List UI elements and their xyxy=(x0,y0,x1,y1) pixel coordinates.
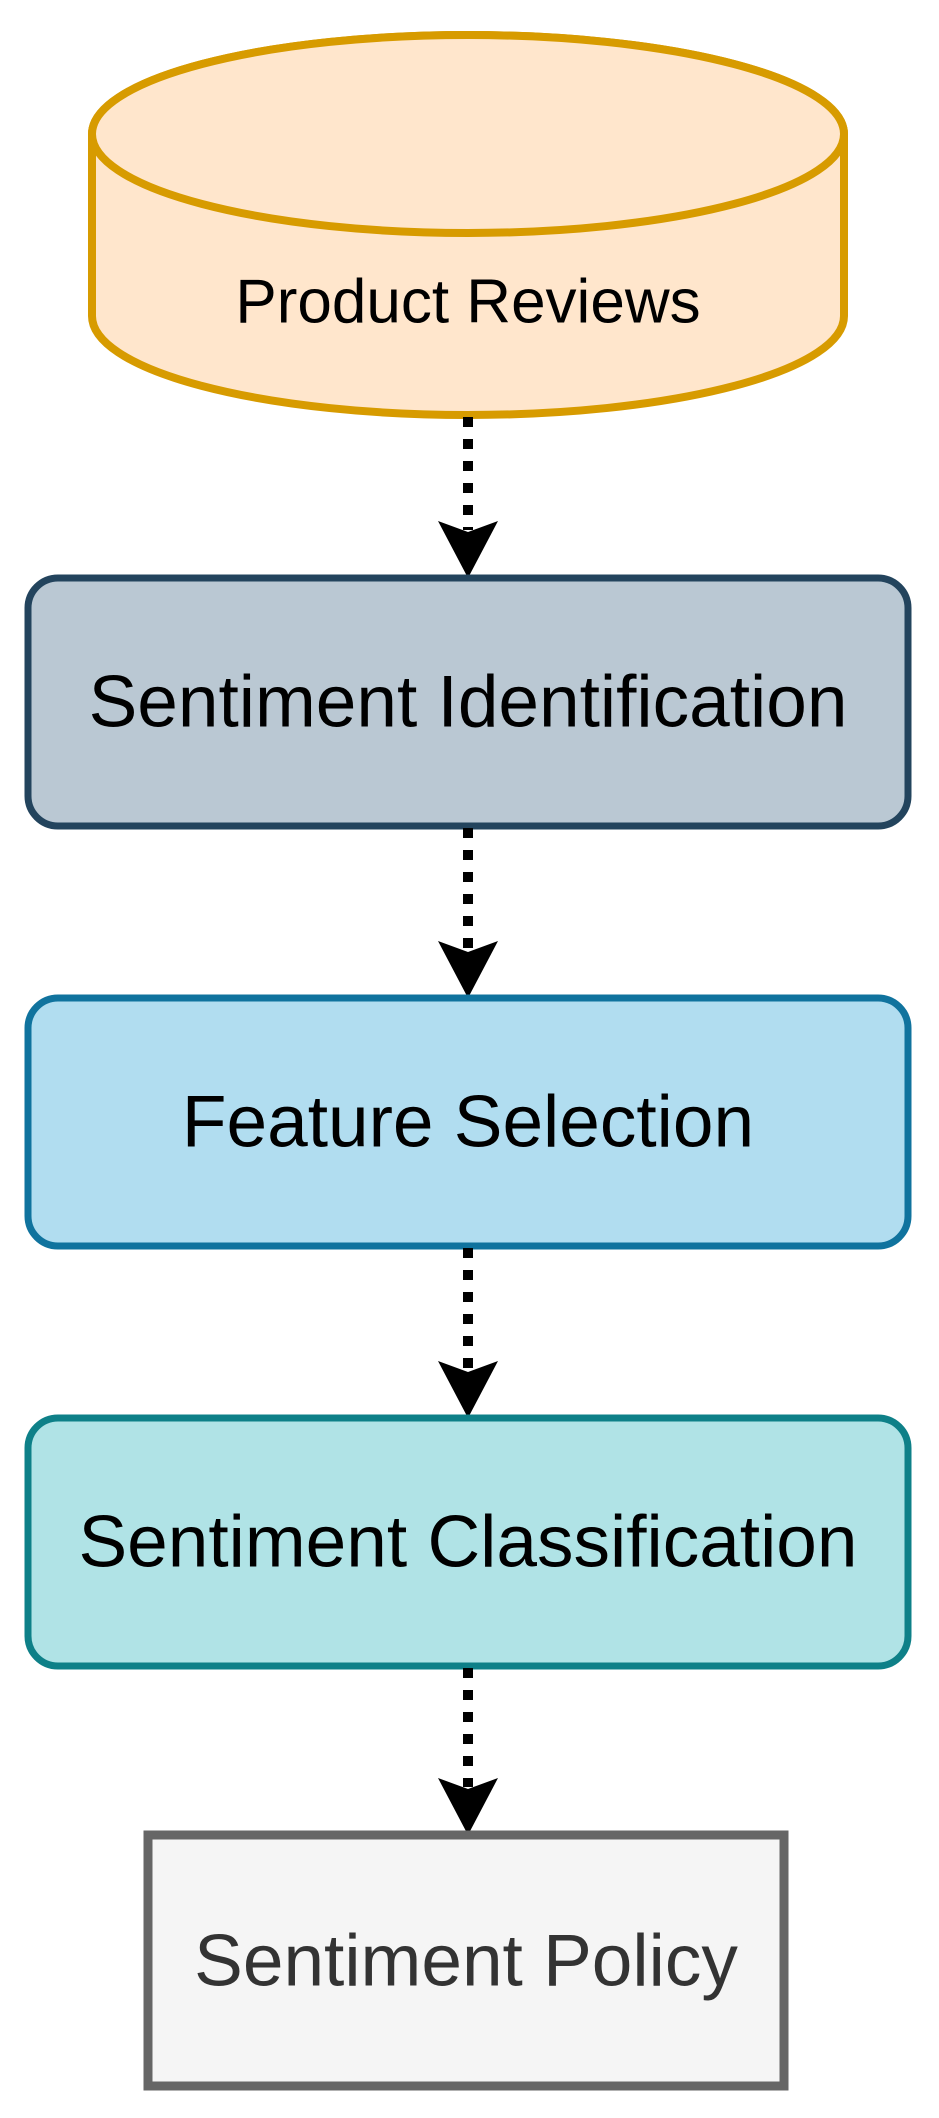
plain-box xyxy=(143,1830,789,2091)
node-product-reviews: Product Reviews xyxy=(88,31,848,419)
arrowhead-icon xyxy=(438,521,498,578)
arrow-product-reviews-to-sentiment-identification xyxy=(438,417,498,578)
arrow-feature-selection-to-sentiment-classification xyxy=(438,1248,498,1418)
product-reviews-label: Product Reviews xyxy=(235,268,700,337)
cylinder-top-ellipse xyxy=(88,31,848,237)
node-sentiment-policy: Sentiment Policy xyxy=(143,1830,789,2091)
rounded-box xyxy=(24,1414,912,1670)
arrowhead-icon xyxy=(438,1361,498,1418)
sentiment-classification-label: Sentiment Classification xyxy=(78,1502,857,1583)
node-sentiment-classification: Sentiment Classification xyxy=(24,1414,912,1670)
arrowhead-icon xyxy=(438,941,498,998)
rounded-box xyxy=(24,994,912,1250)
arrow-sentiment-identification-to-feature-selection xyxy=(438,828,498,998)
arrow-sentiment-classification-to-sentiment-policy xyxy=(438,1668,498,1835)
sentiment-policy-label: Sentiment Policy xyxy=(194,1921,738,2002)
rounded-box xyxy=(24,574,912,830)
arrowhead-icon xyxy=(438,1778,498,1835)
node-feature-selection: Feature Selection xyxy=(24,994,912,1250)
sentiment-identification-label: Sentiment Identification xyxy=(89,662,848,743)
node-sentiment-identification: Sentiment Identification xyxy=(24,574,912,830)
feature-selection-label: Feature Selection xyxy=(182,1082,754,1163)
